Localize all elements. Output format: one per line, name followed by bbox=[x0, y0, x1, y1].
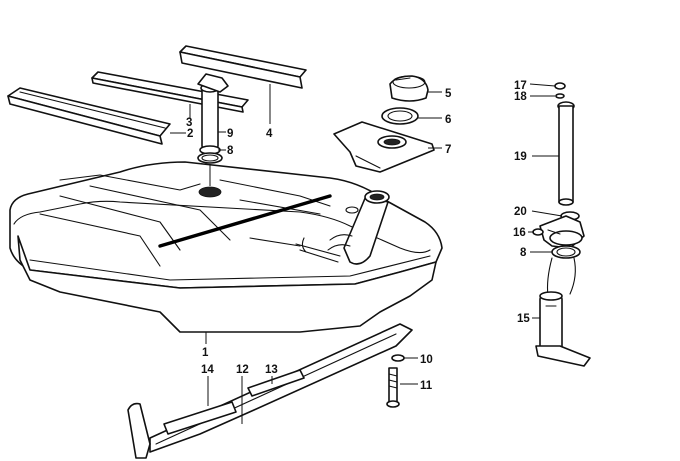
callout-19: 19 bbox=[514, 151, 527, 163]
part-filler-neck bbox=[327, 190, 390, 265]
callout-18: 18 bbox=[514, 91, 527, 103]
part-sender-9 bbox=[197, 73, 229, 155]
callout-8-left: 8 bbox=[227, 145, 234, 157]
callout-11: 11 bbox=[420, 380, 433, 392]
part-seal-8-left bbox=[197, 152, 223, 164]
part-washer-18 bbox=[555, 93, 565, 99]
callout-16: 16 bbox=[513, 227, 526, 239]
callout-1: 1 bbox=[202, 347, 209, 359]
callout-9: 9 bbox=[227, 128, 233, 140]
part-bolt-11 bbox=[386, 367, 400, 408]
leader-lines bbox=[170, 83, 563, 424]
part-plate-7 bbox=[333, 121, 435, 173]
callout-15: 15 bbox=[517, 313, 530, 325]
callout-10: 10 bbox=[420, 354, 433, 366]
callout-12: 12 bbox=[236, 364, 249, 376]
callout-7: 7 bbox=[445, 144, 451, 156]
part-gasket-6 bbox=[381, 107, 419, 125]
part-tube-19 bbox=[557, 101, 575, 206]
callout-2: 2 bbox=[187, 128, 193, 140]
part-strip-3 bbox=[91, 71, 249, 113]
part-washer-10 bbox=[391, 354, 405, 362]
part-pad-14 bbox=[163, 401, 237, 435]
callout-13: 13 bbox=[265, 364, 278, 376]
callout-6: 6 bbox=[445, 114, 451, 126]
callout-5: 5 bbox=[445, 88, 452, 100]
part-strip-2 bbox=[7, 87, 171, 145]
part-nut-17 bbox=[554, 82, 566, 90]
part-screw-16 bbox=[532, 228, 544, 236]
part-cap-5 bbox=[389, 75, 429, 102]
callout-14: 14 bbox=[201, 364, 214, 376]
part-pump-head bbox=[539, 215, 585, 249]
part-strip-4 bbox=[179, 45, 307, 89]
part-pump-15 bbox=[535, 257, 591, 367]
callout-8-right: 8 bbox=[520, 247, 527, 259]
callout-labels: 1 2 3 4 5 6 7 8 8 9 10 11 12 13 14 15 16… bbox=[186, 80, 530, 392]
callout-20: 20 bbox=[514, 206, 527, 218]
callout-4: 4 bbox=[266, 128, 273, 140]
part-seal-8-right bbox=[551, 245, 581, 259]
callout-17: 17 bbox=[514, 80, 527, 92]
callout-3: 3 bbox=[186, 117, 192, 129]
part-pad-13 bbox=[247, 369, 305, 397]
part-heat-shield-12 bbox=[127, 323, 413, 459]
part-fuel-tank-1 bbox=[9, 161, 443, 333]
